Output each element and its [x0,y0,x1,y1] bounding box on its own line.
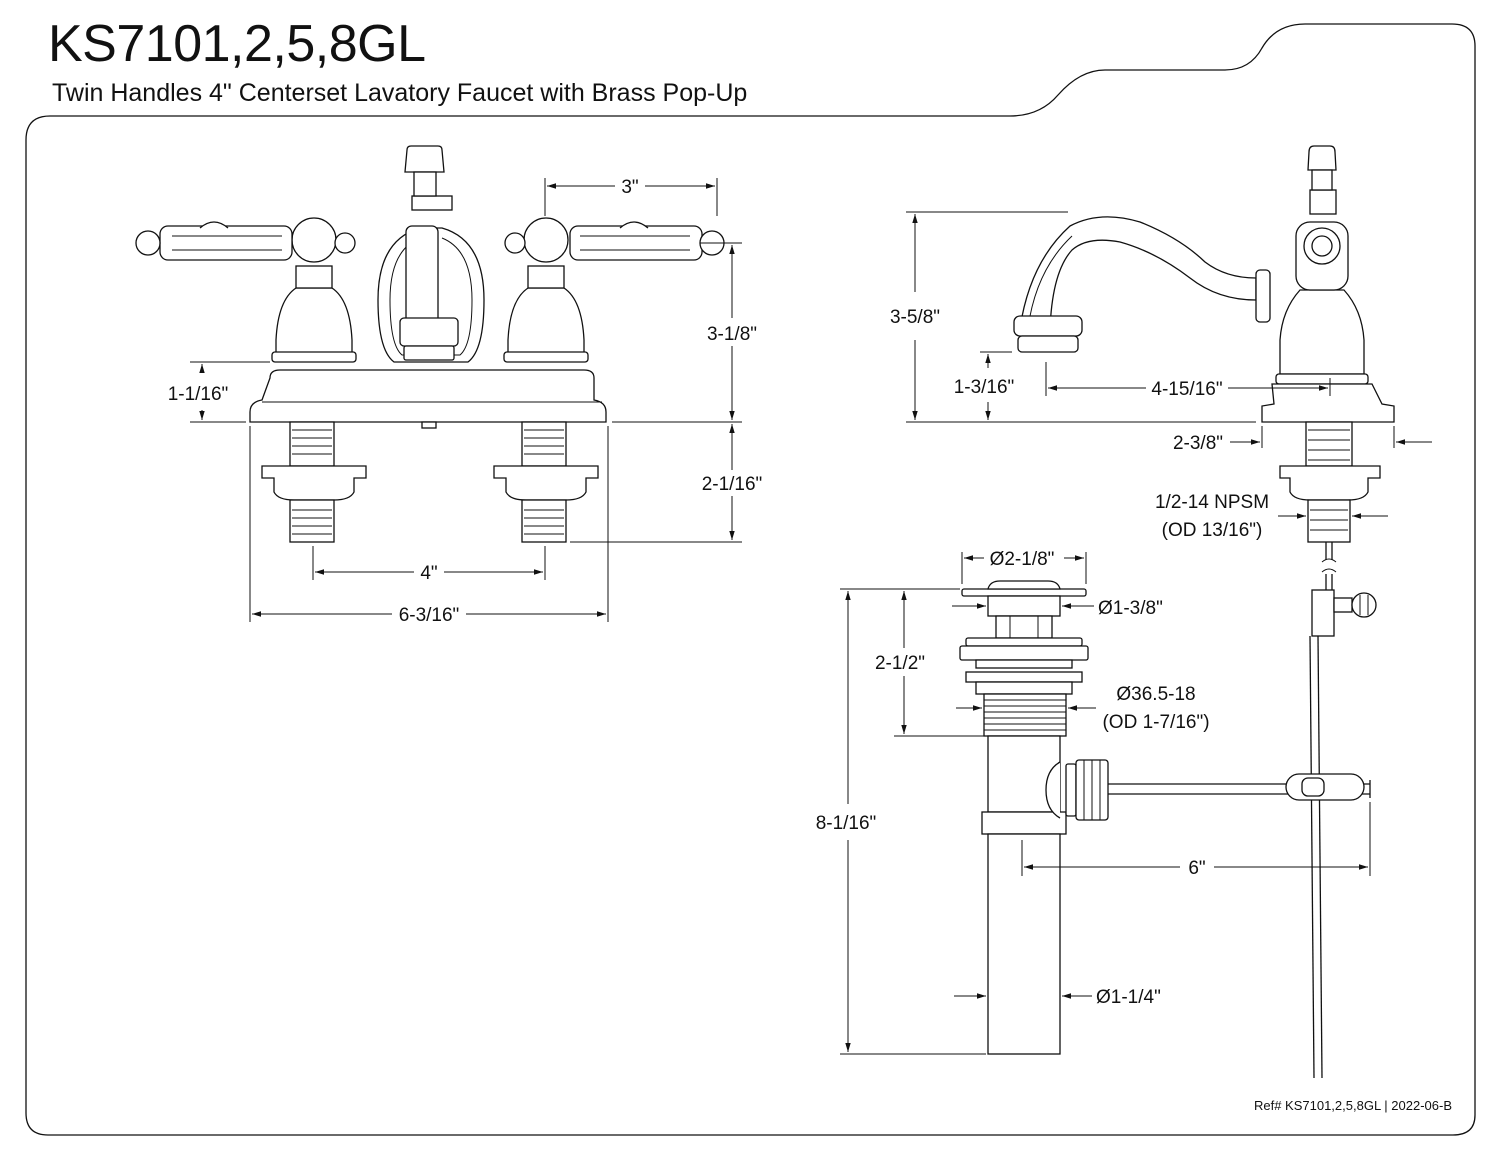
dim-dia-1-3-8-label: Ø1-3/8" [1098,598,1163,619]
drawing-subtitle: Twin Handles 4" Centerset Lavatory Fauce… [52,79,748,107]
drain-assembly [959,580,1371,1055]
front-view-dimensions: 3" 3-1/8" 1-1/16" 2-1/16" 4" 6-3/16" [168,177,763,626]
drawing-frame [25,23,1476,1136]
dim-2-1-2-label: 2-1/2" [875,653,925,674]
dim-3-label: 3" [621,177,638,198]
dim-1-3-16-label: 1-3/16" [954,377,1015,398]
dim-6-label: 6" [1188,858,1205,879]
dim-thread-label: Ø36.5-18 [1116,684,1195,705]
dim-3-1-8-label: 3-1/8" [707,324,757,345]
dim-3-5-8-label: 3-5/8" [890,307,940,328]
reference-number: Ref# KS7101,2,5,8GL | 2022-06-B [1253,1098,1452,1113]
dim-4-15-16-label: 4-15/16" [1151,379,1222,400]
dim-8-1-16-label: 8-1/16" [816,813,877,834]
dim-2-3-8-label: 2-3/8" [1173,433,1223,454]
dim-dia-1-1-4-label: Ø1-1/4" [1096,987,1161,1008]
drain-dimensions: Ø2-1/8" Ø1-3/8" 2-1/2" Ø36.5-18 (OD 1-7/… [816,549,1371,1055]
side-view-faucet [1013,145,1395,1079]
drawing-title: KS7101,2,5,8GL [48,15,426,73]
side-view-dimensions: 3-5/8" 1-3/16" 4-15/16" 2-3/8" 1/2-14 NP… [890,211,1432,541]
dim-npsm-od-label: (OD 13/16") [1162,520,1263,541]
dim-6-3-16-label: 6-3/16" [399,605,460,626]
dim-dia-2-1-8-label: Ø2-1/8" [990,549,1055,570]
dim-2-1-16-label: 2-1/16" [702,474,763,495]
dim-1-1-16-label: 1-1/16" [168,384,229,405]
dim-4-label: 4" [420,563,437,584]
dim-npsm-label: 1/2-14 NPSM [1155,492,1269,513]
dim-thread-od-label: (OD 1-7/16") [1102,712,1209,733]
front-view-faucet [135,145,725,543]
